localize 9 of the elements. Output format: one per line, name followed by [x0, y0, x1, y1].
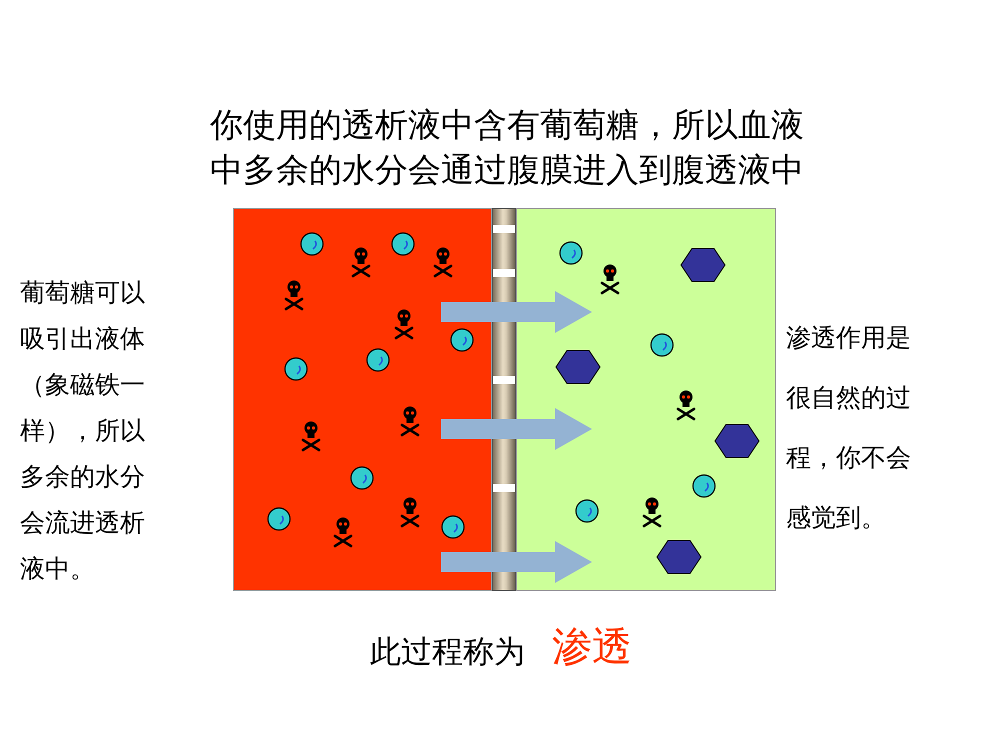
block-arrow — [441, 408, 592, 450]
block-arrow — [441, 541, 592, 583]
caption-text: 此过程称为 — [370, 633, 525, 672]
block-arrow — [441, 291, 592, 333]
fluid-compartment — [233, 208, 492, 591]
side-note: 葡萄糖可以吸引出液体（象磁铁一样），所以多余的水分会流进透析液中。 — [20, 277, 146, 585]
highlighted-term: 渗透 — [552, 623, 632, 672]
side-note: 渗透作用是很自然的过程，你不会感觉到。 — [786, 322, 912, 534]
title: 你使用的透析液中含有葡萄糖，所以血液中多余的水分会通过腹膜进入到腹透液中 — [209, 104, 805, 191]
